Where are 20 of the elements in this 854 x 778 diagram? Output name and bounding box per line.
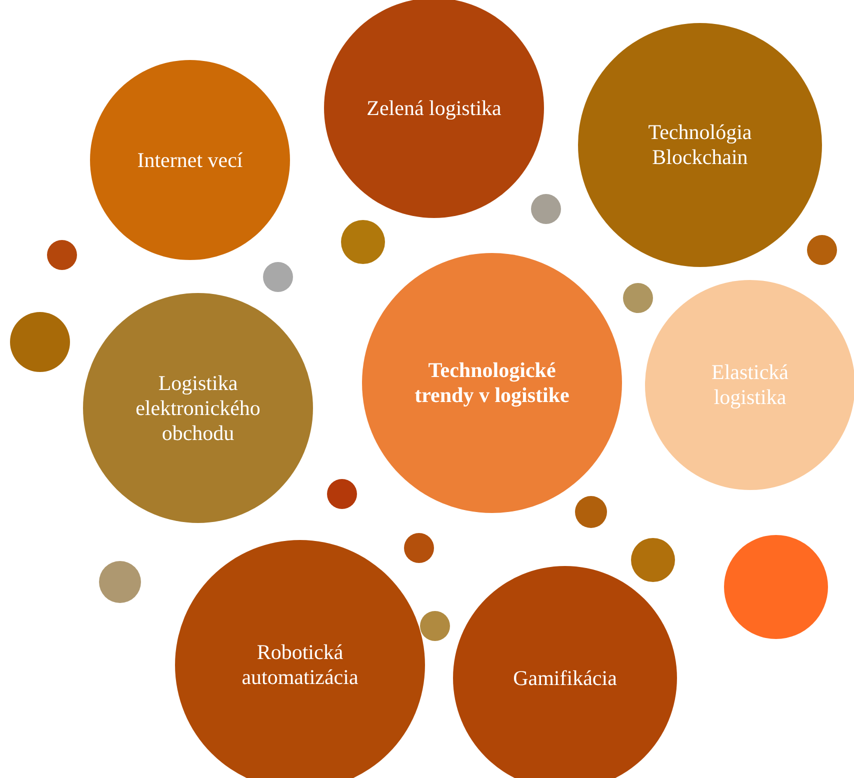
dot-circle: [575, 496, 607, 528]
circle-label: Internet vecí: [136, 148, 244, 172]
dot-circle: [263, 262, 293, 292]
dot-circle: [623, 283, 653, 313]
dot-circle: [47, 240, 77, 270]
circle-label: Technologické trendy v logistike: [414, 358, 570, 408]
dot-circle: [631, 538, 675, 582]
circle-label: Elastická logistika: [710, 360, 790, 410]
dot-circle: [327, 479, 357, 509]
dot-circle: [341, 220, 385, 264]
circle-label: Technológia Blockchain: [647, 120, 753, 170]
dot-circle: [404, 533, 434, 563]
circle-label: Zelená logistika: [366, 96, 502, 120]
dot-circle: [420, 611, 450, 641]
circle-label: Robotická automatizácia: [240, 640, 360, 690]
circle-label: Gamifikácia: [512, 666, 618, 690]
dot-circle: [807, 235, 837, 265]
dot-circle: [531, 194, 561, 224]
dot-circle: [99, 561, 141, 603]
circle-label: Logistika elektronického obchodu: [134, 370, 262, 446]
